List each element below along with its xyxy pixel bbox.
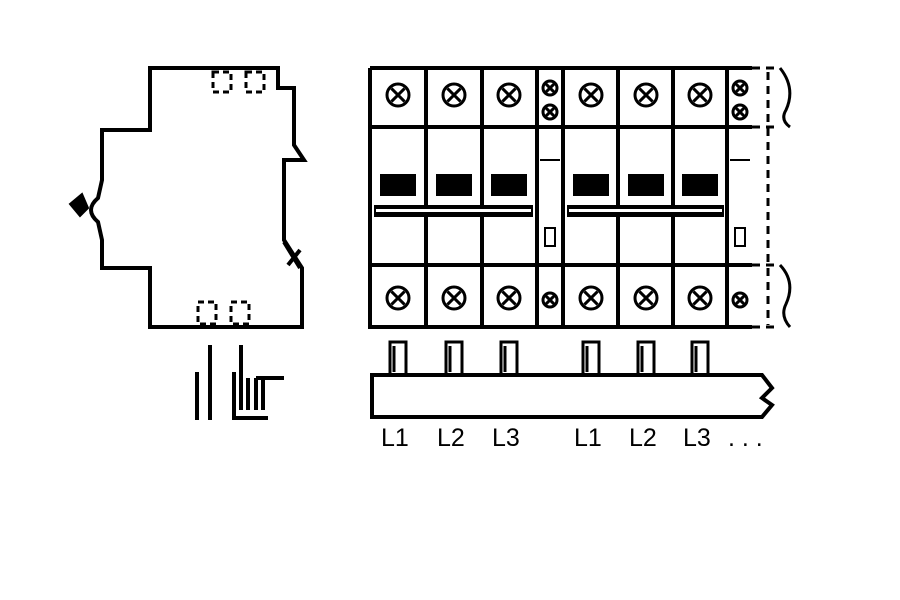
terminal-screw-icon	[496, 82, 522, 108]
terminal-screw-icon	[385, 82, 411, 108]
neutral-screw-icon	[731, 291, 749, 309]
phase-labels: L1 L2 L3 L1 L2 L3	[381, 424, 711, 452]
handle-nub-icon	[68, 192, 90, 218]
breaker-handle-icon	[573, 174, 609, 200]
phase-label: L2	[629, 424, 657, 452]
breaker-handle-icon	[491, 174, 527, 200]
neutral-indicator-icon	[734, 227, 746, 247]
breaker-side-outline	[89, 66, 308, 329]
breaker-handle-icon	[628, 174, 664, 200]
busbar-tooth	[444, 340, 464, 375]
terminal-screw-icon	[441, 285, 467, 311]
neutral-screw-icon	[541, 291, 559, 309]
comb-busbar	[370, 373, 775, 419]
neutral-screw-icon	[731, 103, 749, 121]
terminal-screw-icon	[687, 82, 713, 108]
neutral-indicator-icon	[544, 227, 556, 247]
busbar-profile-single	[195, 345, 212, 420]
neutral-screw-icon	[541, 79, 559, 97]
terminal-screw-icon	[441, 82, 467, 108]
busbar-tooth	[581, 340, 601, 375]
terminal-screw-icon	[633, 82, 659, 108]
terminal-screw-icon	[578, 285, 604, 311]
terminal-screw-icon	[633, 285, 659, 311]
busbar-tooth	[388, 340, 408, 375]
busbar-tooth	[636, 340, 656, 375]
neutral-screw-icon	[731, 79, 749, 97]
phase-label: L2	[437, 424, 465, 452]
busbar-tooth	[499, 340, 519, 375]
breaker-poles	[374, 68, 750, 327]
continuation-dashes	[752, 66, 780, 329]
busbar-body	[370, 373, 775, 419]
terminal-screw-icon	[687, 285, 713, 311]
phase-label: L1	[574, 424, 602, 452]
neutral-screw-icon	[541, 103, 559, 121]
phase-label: L3	[683, 424, 711, 452]
busbar-tooth	[690, 340, 710, 375]
breaker-handle-icon	[380, 174, 416, 200]
terminal-screw-icon	[385, 285, 411, 311]
continuation-dots: . . .	[728, 424, 763, 452]
breaker-handle-icon	[436, 174, 472, 200]
busbar-teeth	[388, 340, 710, 375]
terminal-screw-icon	[578, 82, 604, 108]
phase-label: L1	[381, 424, 409, 452]
din-clip	[282, 240, 302, 270]
busbar-profile-comb	[232, 345, 284, 420]
side-view	[68, 66, 308, 420]
bottom-busbar-slots	[196, 300, 251, 326]
breaker-handle-icon	[682, 174, 718, 200]
phase-label: L3	[492, 424, 520, 452]
terminal-screw-icon	[496, 285, 522, 311]
top-busbar-slots	[211, 70, 266, 94]
continuation-brace	[778, 67, 792, 329]
